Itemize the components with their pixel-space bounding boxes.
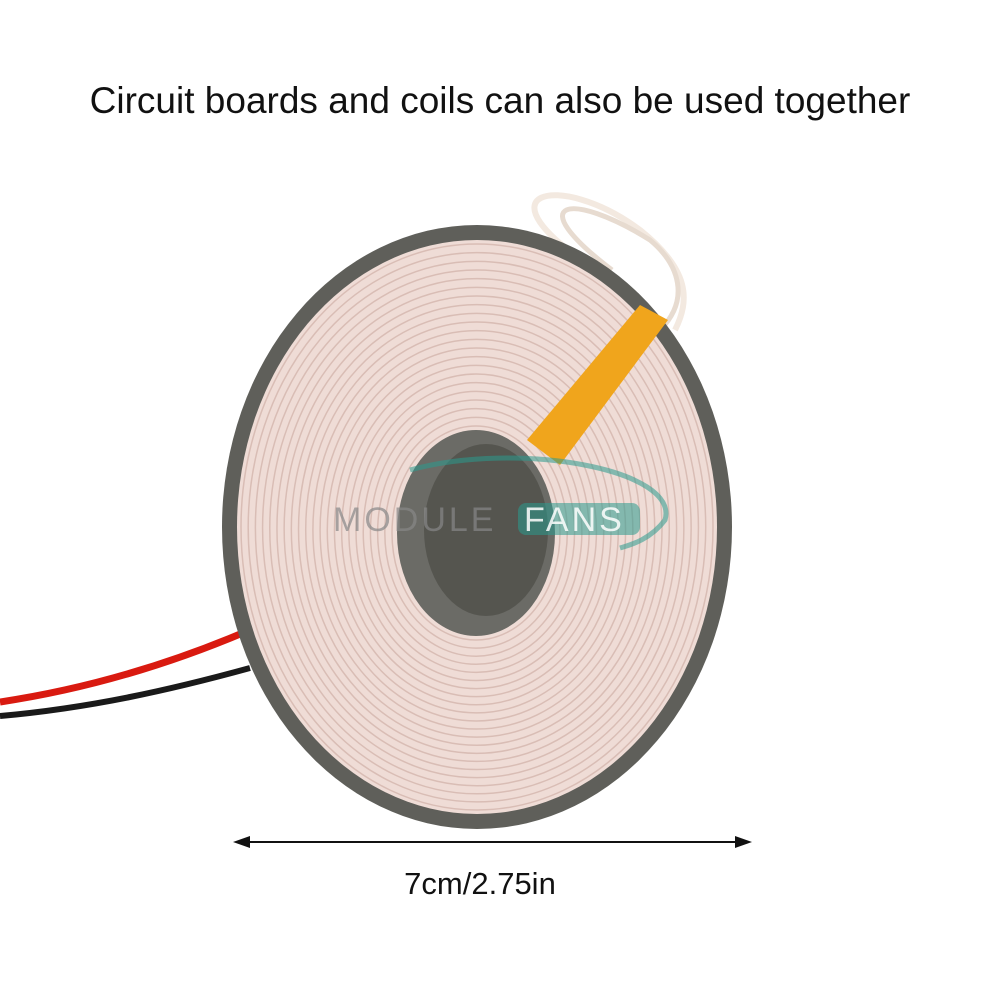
lead-wire-1 bbox=[531, 192, 687, 332]
red-wire bbox=[0, 628, 247, 706]
ferrite-disc bbox=[424, 444, 548, 616]
lead-wire-2 bbox=[560, 206, 681, 332]
coil-turn bbox=[290, 303, 663, 755]
dimension-label: 7cm/2.75in bbox=[404, 866, 556, 901]
watermark-text-fans: FANS bbox=[524, 501, 625, 539]
coil-turn bbox=[304, 321, 649, 738]
coil-turn bbox=[247, 251, 707, 803]
watermark-badge bbox=[518, 503, 640, 535]
watermark-swoosh bbox=[409, 455, 669, 551]
coil-turn bbox=[254, 260, 700, 795]
product-caption: Circuit boards and coils can also be use… bbox=[89, 80, 911, 121]
watermark-text: MODULE bbox=[333, 501, 496, 539]
coil-turn bbox=[240, 243, 714, 811]
arrow-right-icon bbox=[735, 836, 752, 848]
arrow-left-icon bbox=[233, 836, 250, 848]
coil-turn bbox=[283, 295, 671, 763]
coil-turn bbox=[269, 277, 685, 779]
black-wire bbox=[0, 665, 251, 719]
coil-turn bbox=[312, 329, 641, 730]
coil-turn bbox=[261, 269, 692, 787]
copper-tape bbox=[527, 305, 668, 465]
coil-turn bbox=[276, 286, 678, 771]
